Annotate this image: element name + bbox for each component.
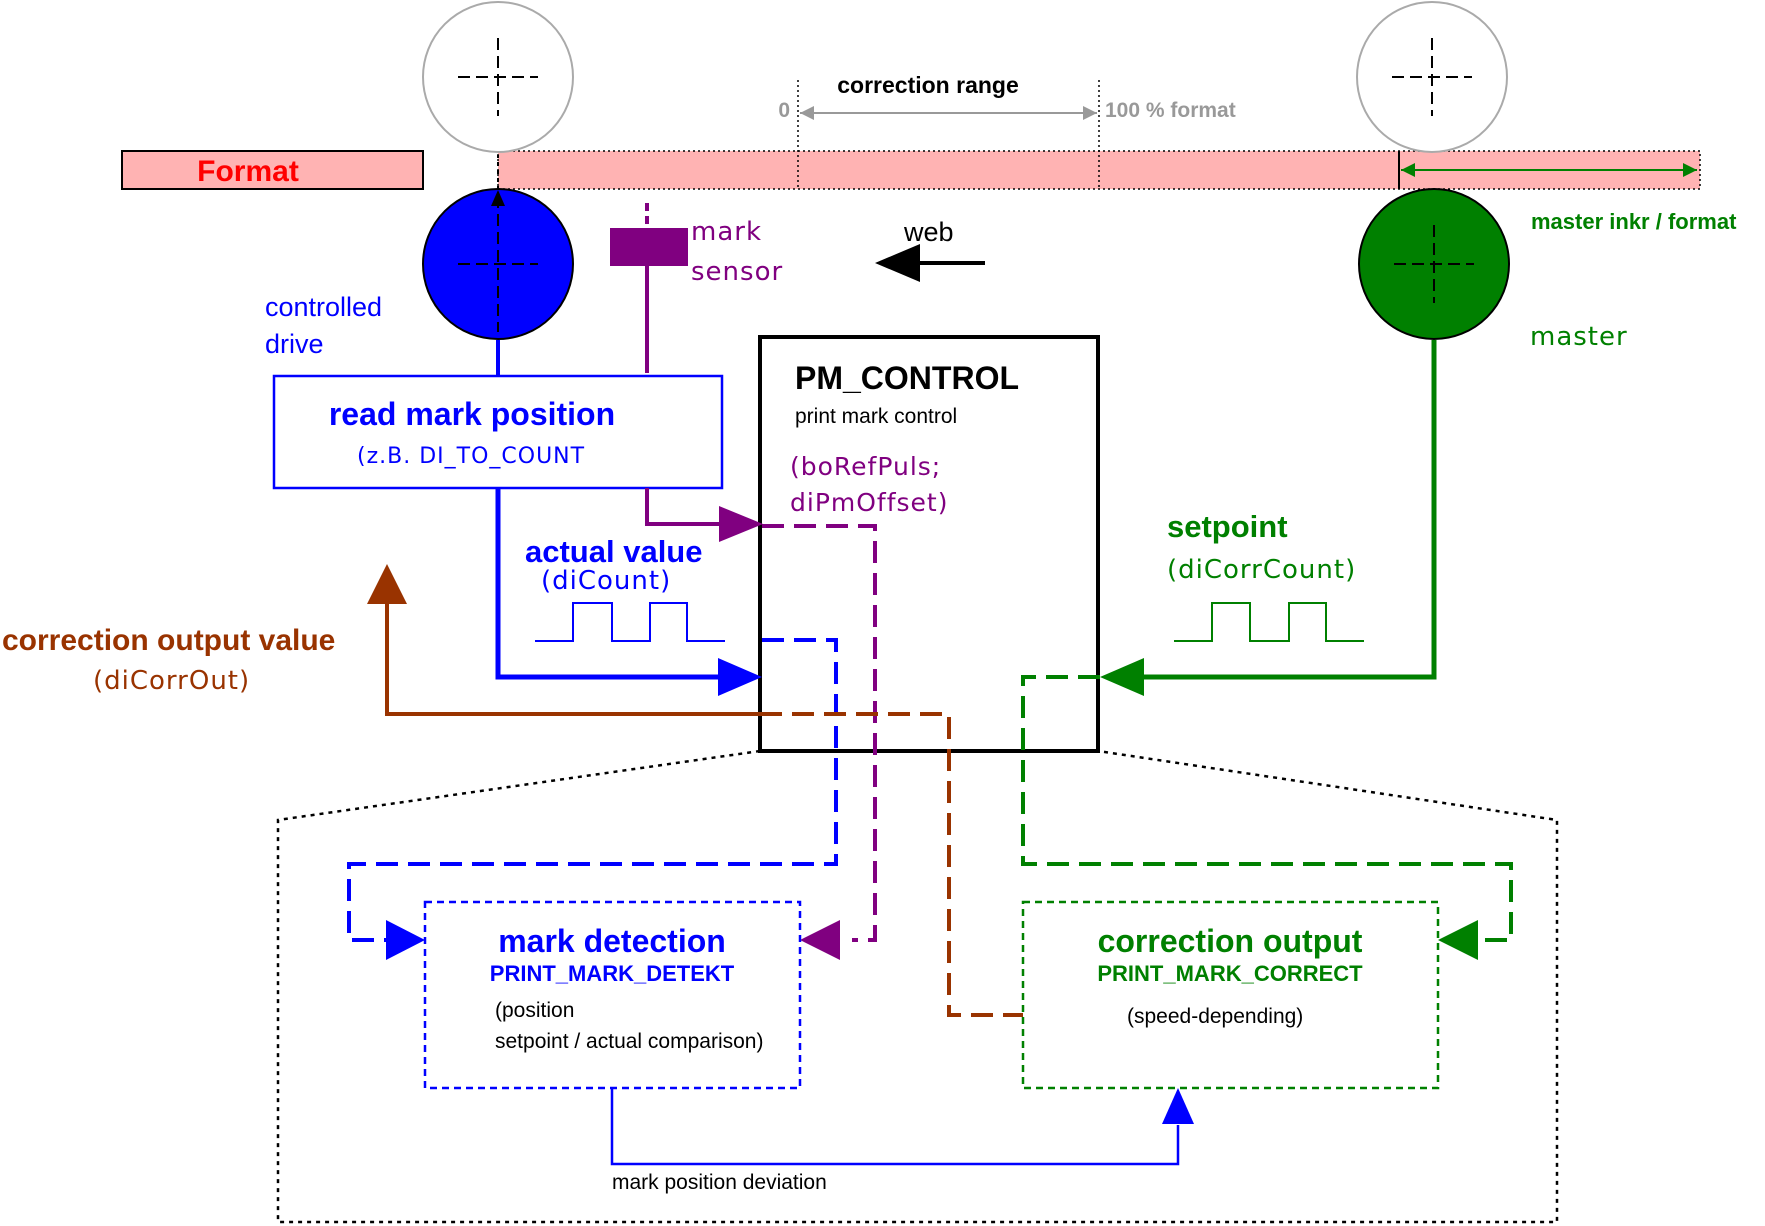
actual-value-label-1: actual value <box>525 534 702 569</box>
setpoint-label-2: (diCorrCount) <box>1167 555 1356 585</box>
mark-position-deviation-arrowhead <box>1162 1088 1194 1124</box>
upper-roller-right <box>1356 1 1508 153</box>
actual-value-arrowhead <box>718 658 762 696</box>
mark-detection-box <box>423 900 802 1090</box>
setpoint-pulse-icon <box>1174 602 1364 642</box>
mark-sensor <box>610 203 688 373</box>
controlled-drive-label-1: controlled <box>265 292 382 322</box>
correction-output-value-dashed-path <box>760 712 1023 1017</box>
correction-output-box <box>1021 900 1440 1090</box>
mark-sensor-label-2: sensor <box>691 257 783 287</box>
correction-output-value-label-1: correction output value <box>2 624 335 657</box>
format-label: Format <box>197 155 299 188</box>
range-zero-label: 0 <box>778 99 790 122</box>
correction-output-title: correction output <box>1098 923 1363 959</box>
setpoint-label-1: setpoint <box>1167 509 1288 544</box>
mark-detection-title: mark detection <box>498 923 726 959</box>
upper-roller-left <box>422 1 574 153</box>
controlled-drive-label-2: drive <box>265 329 324 359</box>
web-label: web <box>903 217 954 247</box>
mark-position-deviation-line <box>610 1088 1180 1166</box>
ref-puls-label-2: diPmOffset) <box>790 488 949 517</box>
actual-value-dashed-path <box>347 638 838 942</box>
mark-detection-note-2: setpoint / actual comparison) <box>495 1030 763 1053</box>
master-roller <box>1358 188 1510 340</box>
sensor-dashed-path <box>762 524 877 942</box>
setpoint-dashed-path <box>1021 675 1513 942</box>
setpoint-arrowhead <box>1100 658 1144 696</box>
correction-output-note: (speed-depending) <box>1127 1005 1303 1028</box>
master-inkr-label: master inkr / format <box>1531 209 1737 234</box>
web-direction-arrow <box>875 244 985 282</box>
pm-control-subtitle: print mark control <box>795 405 957 428</box>
read-mark-position-sub: (z.B. DI_TO_COUNT <box>357 444 585 469</box>
correction-output-value-label-2: (diCorrOut) <box>93 666 250 696</box>
read-mark-position-box <box>272 374 724 490</box>
detail-region-outline <box>276 749 1559 1224</box>
mark-detection-fb: PRINT_MARK_DETEKT <box>490 961 735 986</box>
mark-sensor-label-1: mark <box>691 217 762 247</box>
read-mark-position-title: read mark position <box>329 396 615 432</box>
pm-control-box <box>758 335 1100 753</box>
sensor-detection-arrowhead <box>800 920 840 960</box>
setpoint-correction-arrowhead <box>1438 920 1478 960</box>
sensor-arrowhead <box>719 506 763 542</box>
range-full-label: 100 % format <box>1105 99 1236 122</box>
correction-range-label: correction range <box>837 72 1019 98</box>
correction-output-value-arrowhead <box>367 564 407 604</box>
sensor-to-pm-line <box>645 488 725 526</box>
actual-value-label-2: (diCount) <box>541 566 671 596</box>
mark-detection-note-1: (position <box>495 999 574 1022</box>
actual-value-line <box>495 488 722 680</box>
ref-puls-label-1: (boRefPuls; <box>790 452 941 481</box>
correction-output-value-line <box>385 604 760 716</box>
correction-output-fb: PRINT_MARK_CORRECT <box>1097 961 1363 986</box>
actual-value-pulse-icon <box>535 602 725 642</box>
setpoint-line <box>1140 340 1437 680</box>
pm-control-title: PM_CONTROL <box>795 360 1019 396</box>
actual-detection-arrowhead <box>386 920 425 960</box>
mark-position-deviation-label: mark position deviation <box>612 1171 827 1194</box>
controlled-drive-roller <box>422 155 574 340</box>
format-label-box <box>121 150 424 190</box>
master-label: master <box>1530 322 1628 352</box>
